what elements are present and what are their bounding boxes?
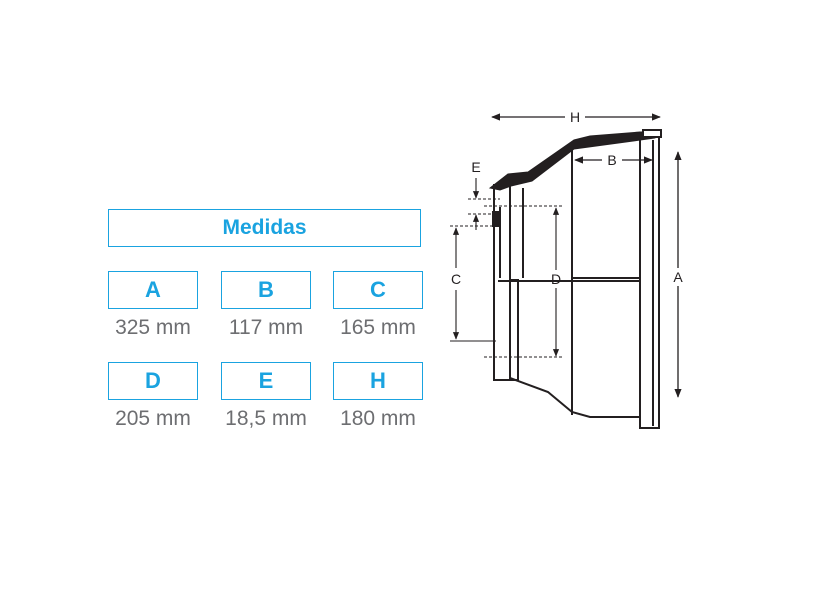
dimension-e-value: 18,5 mm: [225, 407, 307, 430]
dimension-d-label: D: [108, 362, 198, 400]
dimension-h-marker: H: [570, 109, 580, 125]
dimension-e: [468, 178, 500, 230]
dimension-d-marker: D: [551, 271, 561, 287]
drum-outline: [493, 133, 660, 429]
dimension-e-label: E: [221, 362, 311, 400]
dimension-b-value: 117 mm: [228, 316, 304, 339]
dimension-c-value: 165 mm: [340, 316, 416, 339]
dimension-b-label: B: [221, 271, 311, 309]
dimension-h-label: H: [333, 362, 423, 400]
dimension-c-label: C: [333, 271, 423, 309]
dimension-c-marker: C: [451, 271, 461, 287]
dimension-e-marker: E: [471, 159, 480, 175]
dimension-c: [450, 225, 496, 342]
dimension-d-value: 205 mm: [115, 407, 191, 430]
dimension-d: [484, 205, 562, 358]
medidas-title: Medidas: [108, 209, 421, 247]
dimension-a-marker: A: [673, 269, 683, 285]
dimension-a-value: 325 mm: [115, 316, 191, 339]
dimension-h-value: 180 mm: [340, 407, 416, 430]
dimension-b-marker: B: [607, 152, 616, 168]
e-notch: [492, 211, 500, 227]
drum-lip: [642, 129, 662, 138]
dimension-a-label: A: [108, 271, 198, 309]
